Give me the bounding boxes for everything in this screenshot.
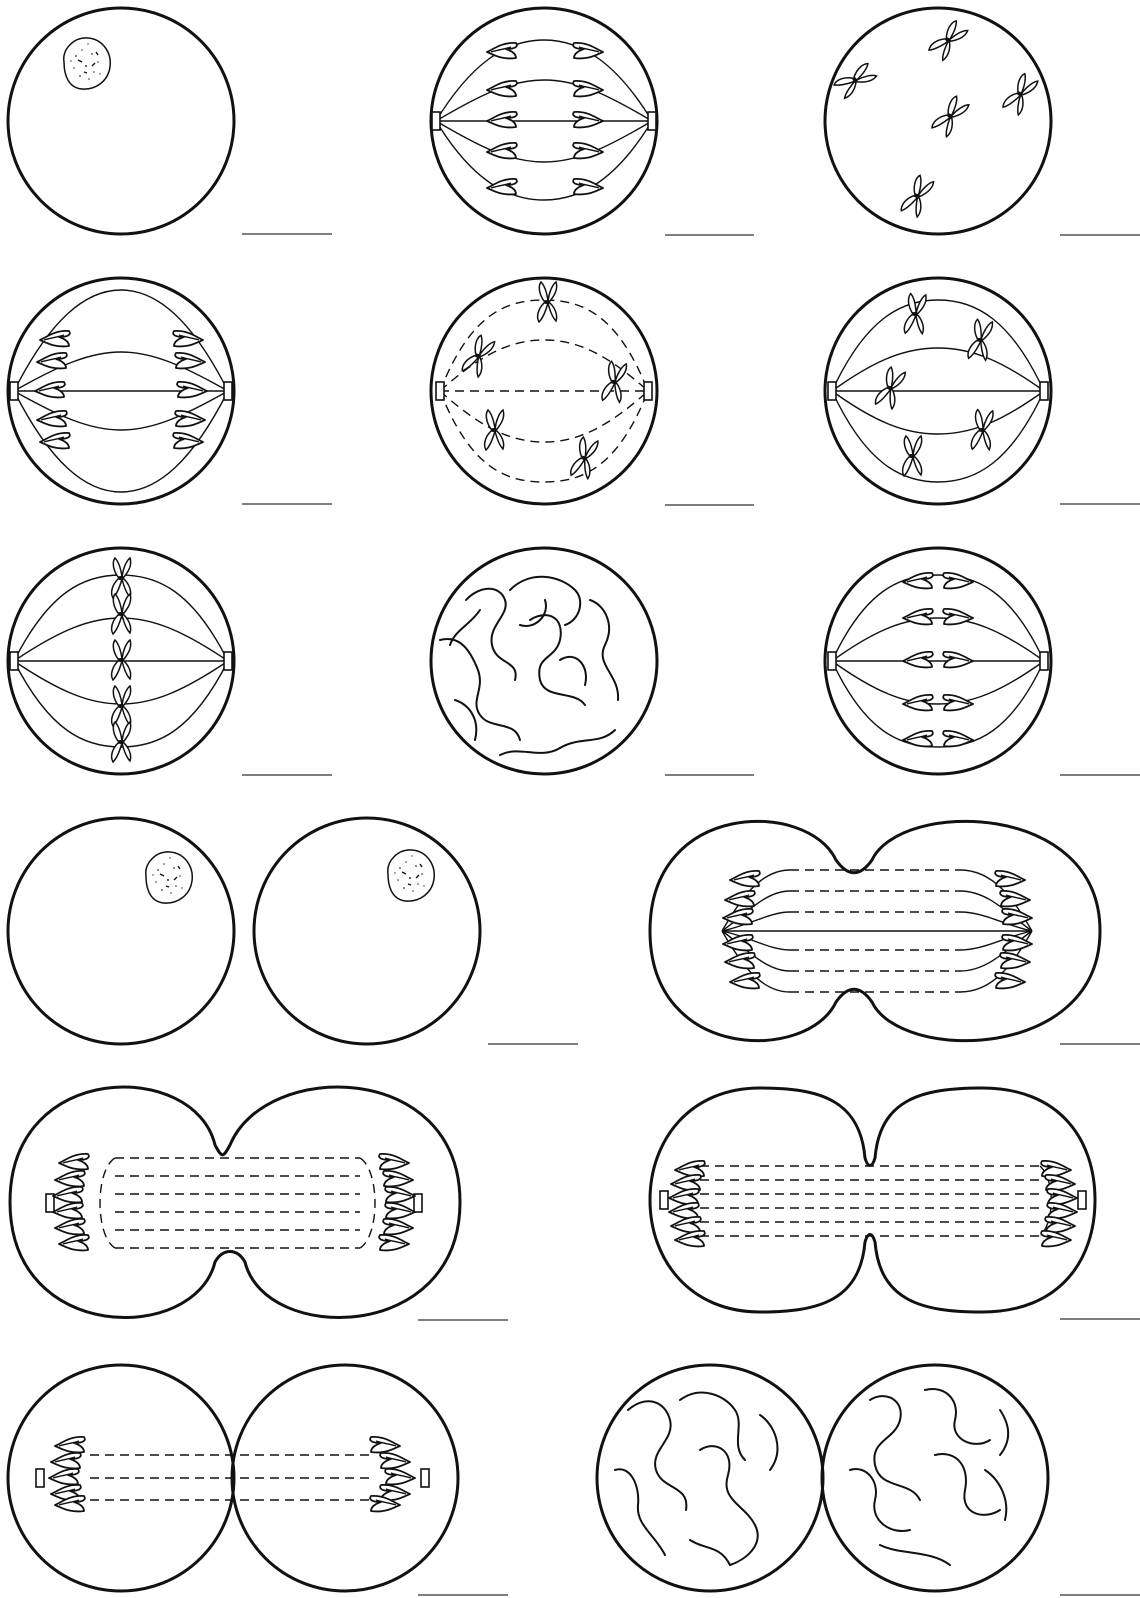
panel-4: [8, 278, 234, 504]
panel-15: [597, 1365, 1048, 1591]
panel-6: [825, 278, 1051, 504]
panel-2: [431, 8, 657, 234]
panel-3: [825, 8, 1051, 234]
panel-9: [825, 548, 1051, 774]
panel-10: [8, 818, 480, 1044]
panel-5: [431, 278, 657, 504]
panel-13: [650, 1088, 1095, 1312]
panel-11: [650, 821, 1100, 1040]
panel-12: [10, 1087, 460, 1318]
panel-1: [8, 8, 234, 234]
panel-14: [8, 1365, 458, 1591]
panel-7: [8, 548, 234, 774]
panel-8: [431, 548, 657, 774]
